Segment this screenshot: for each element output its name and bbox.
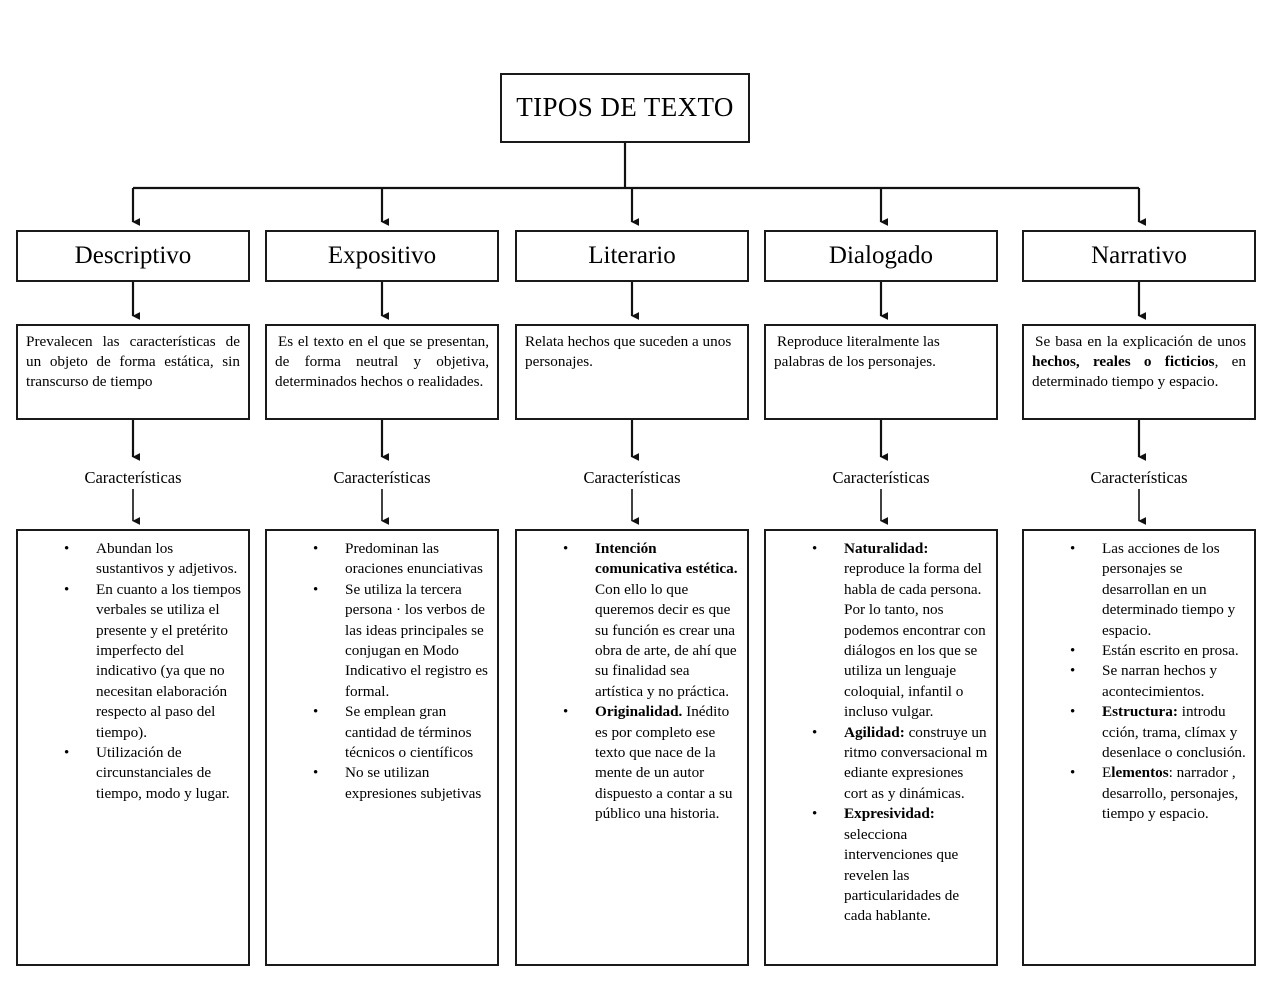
feature-text: Las acciones de los personajes se desarr… xyxy=(1102,540,1236,639)
feature-text: Con ello lo que queremos decir es que su… xyxy=(595,580,737,700)
description-text: Prevalecen las características de un obj… xyxy=(26,333,240,391)
description-text: Se basa en la explicación de unos hechos… xyxy=(1032,332,1246,393)
column-narrativo: Narrativo Se basa en la explicación de u… xyxy=(1022,0,1256,989)
feature-text: Inédito es por completo ese texto que na… xyxy=(595,703,733,823)
feature-list: Las acciones de los personajes se desarr… xyxy=(1030,539,1248,825)
feature-item: Las acciones de los personajes se desarr… xyxy=(1030,539,1248,641)
feature-text: Utilización de circunstanciales de tiemp… xyxy=(96,744,230,802)
root-title: TIPOS DE TEXTO xyxy=(516,92,734,123)
feature-item: Se emplean gran cantidad de términos téc… xyxy=(273,702,491,763)
feature-lead: Estructura: xyxy=(1102,703,1178,721)
feature-item: Están escrito en prosa. xyxy=(1030,641,1248,662)
feature-item: Originalidad. Inédito es por completo es… xyxy=(523,702,741,824)
type-node-descriptivo: Descriptivo xyxy=(16,230,250,282)
feature-text: En cuanto a los tiempos verbales se util… xyxy=(96,580,242,741)
features-label-literario: Características xyxy=(583,468,681,487)
feature-text: reproduce la forma del habla de cada per… xyxy=(844,560,986,721)
feature-item: Se utiliza la tercera persona · los verb… xyxy=(273,580,491,702)
type-node-expositivo: Expositivo xyxy=(265,230,499,282)
feature-item: Estructura: introdu cción, trama, clímax… xyxy=(1030,702,1248,763)
description-box-narrativo: Se basa en la explicación de unos hechos… xyxy=(1022,324,1256,420)
feature-text: Se utiliza la tercera persona · los verb… xyxy=(345,580,488,700)
feature-text: : narrador , desarrollo, personajes, tie… xyxy=(1102,764,1239,823)
features-box-narrativo: Las acciones de los personajes se desarr… xyxy=(1022,529,1256,966)
feature-text: Predominan las oraciones enunciativas xyxy=(345,540,483,578)
features-box-dialogado: Naturalidad: reproduce la forma del habl… xyxy=(764,529,998,966)
feature-text: construye un ritmo conversacional m edia… xyxy=(844,723,988,802)
feature-text: No se utilizan expresiones subjetivas xyxy=(345,764,482,802)
root-node-tipos-de-texto: TIPOS DE TEXTO xyxy=(500,73,750,143)
type-label: Dialogado xyxy=(828,241,934,269)
feature-text: Están escrito en prosa. xyxy=(1102,642,1239,660)
type-node-narrativo: Narrativo xyxy=(1022,230,1256,282)
feature-lead: Intención comunicativa estética. xyxy=(595,540,738,578)
column-literario: Literario Relata hechos que suceden a un… xyxy=(515,0,749,989)
feature-item: Agilidad: construye un ritmo conversacio… xyxy=(772,723,990,805)
features-box-expositivo: Predominan las oraciones enunciativasSe … xyxy=(265,529,499,966)
column-dialogado: Dialogado Reproduce literalmente las pal… xyxy=(764,0,998,989)
feature-item: En cuanto a los tiempos verbales se util… xyxy=(24,580,242,743)
description-text: Relata hechos que suceden a unos persona… xyxy=(525,333,732,371)
feature-lead: Agilidad: xyxy=(844,723,905,741)
column-descriptivo: Descriptivo Prevalecen las característic… xyxy=(16,0,250,989)
type-node-literario: Literario xyxy=(515,230,749,282)
feature-item: Predominan las oraciones enunciativas xyxy=(273,539,491,580)
column-expositivo: Expositivo Es el texto en el que se pres… xyxy=(265,0,499,989)
feature-item: Utilización de circunstanciales de tiemp… xyxy=(24,743,242,804)
feature-text: Abundan los sustantivos y adjetivos. xyxy=(96,540,238,578)
feature-list: Predominan las oraciones enunciativasSe … xyxy=(273,539,491,804)
plain-text: Se basa en la explicación de unos xyxy=(1035,333,1246,350)
feature-item: Se narran hechos y acontecimientos. xyxy=(1030,661,1248,702)
feature-list: Naturalidad: reproduce la forma del habl… xyxy=(772,539,990,927)
type-label: Narrativo xyxy=(1091,241,1187,269)
type-label: Literario xyxy=(588,241,676,269)
features-box-literario: Intención comunicativa estética. Con ell… xyxy=(515,529,749,966)
feature-item: Elementos: narrador , desarrollo, person… xyxy=(1030,763,1248,824)
type-label: Expositivo xyxy=(327,241,437,269)
type-label: Descriptivo xyxy=(74,241,192,269)
features-label-narrativo: Características xyxy=(1090,468,1188,487)
emphasis-text: hechos, reales o ficticios xyxy=(1032,353,1215,371)
feature-item: Expresividad: selecciona intervenciones … xyxy=(772,804,990,926)
feature-item: No se utilizan expresiones subjetivas xyxy=(273,763,491,804)
features-box-descriptivo: Abundan los sustantivos y adjetivos.En c… xyxy=(16,529,250,966)
description-box-literario: Relata hechos que suceden a unos persona… xyxy=(515,324,749,420)
features-label-dialogado: Características xyxy=(832,468,930,487)
feature-lead: Expresividad: xyxy=(844,805,935,823)
feature-text: Se narran hechos y acontecimientos. xyxy=(1102,662,1218,700)
plain-text: , en determinado tiempo y espacio. xyxy=(1032,353,1246,391)
description-box-expositivo: Es el texto en el que se presentan, de f… xyxy=(265,324,499,420)
features-label-expositivo: Características xyxy=(333,468,431,487)
feature-item: Intención comunicativa estética. Con ell… xyxy=(523,539,741,702)
feature-text: Se emplean gran cantidad de términos téc… xyxy=(345,703,474,762)
feature-item: Naturalidad: reproduce la forma del habl… xyxy=(772,539,990,723)
feature-list: Intención comunicativa estética. Con ell… xyxy=(523,539,741,825)
description-box-descriptivo: Prevalecen las características de un obj… xyxy=(16,324,250,420)
feature-lead: Originalidad. xyxy=(595,703,683,721)
description-box-dialogado: Reproduce literalmente las palabras de l… xyxy=(764,324,998,420)
feature-text: introdu cción, trama, clímax y desenlace… xyxy=(1102,703,1246,762)
feature-lead: Naturalidad: xyxy=(844,540,929,557)
lead-prefix: E xyxy=(1102,764,1112,782)
features-label-descriptivo: Características xyxy=(84,468,182,487)
feature-list: Abundan los sustantivos y adjetivos.En c… xyxy=(24,539,242,804)
description-text: Reproduce literalmente las palabras de l… xyxy=(774,333,940,371)
type-node-dialogado: Dialogado xyxy=(764,230,998,282)
feature-text: selecciona intervenciones que revelen la… xyxy=(844,825,960,925)
description-text: Es el texto en el que se presentan, de f… xyxy=(275,333,489,391)
feature-lead: lementos xyxy=(1111,764,1169,782)
feature-item: Abundan los sustantivos y adjetivos. xyxy=(24,539,242,580)
